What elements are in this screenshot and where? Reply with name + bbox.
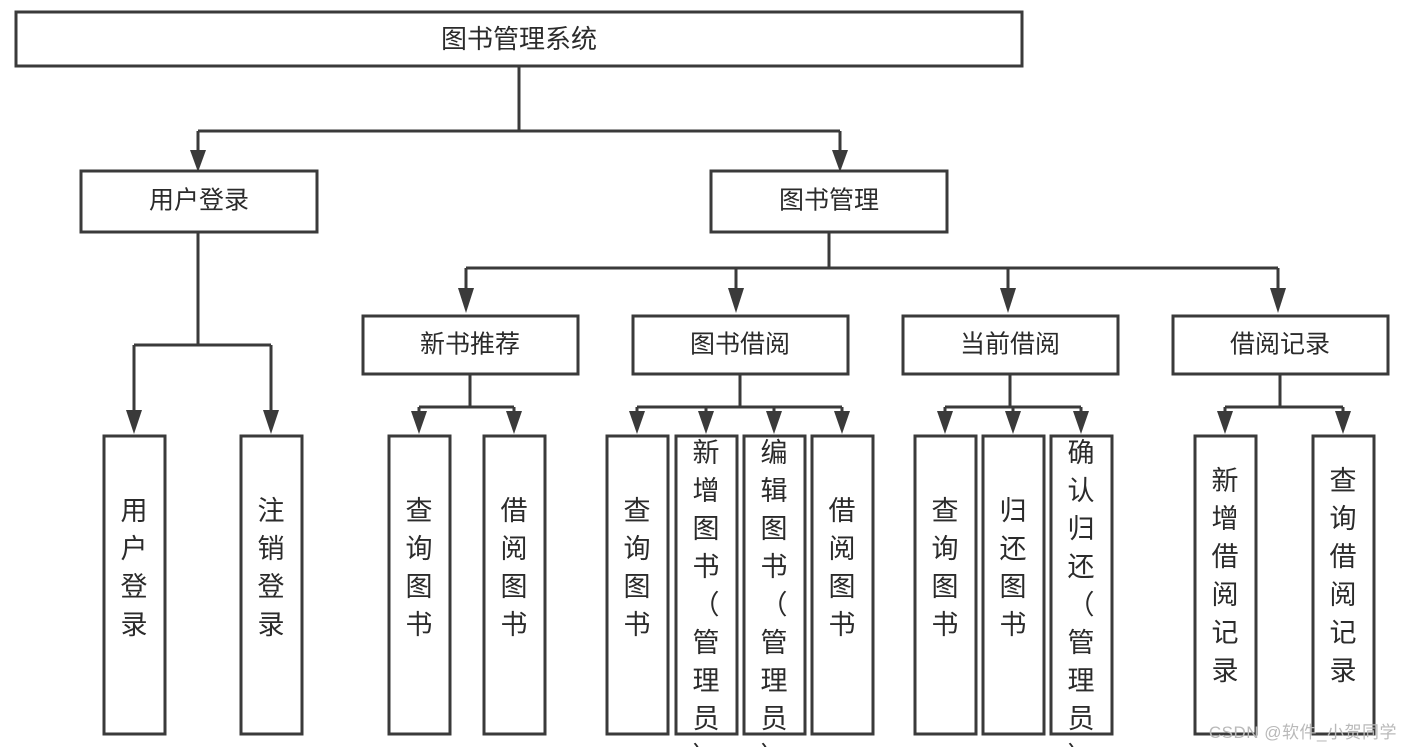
connector-newbook-to-leaves xyxy=(411,375,522,434)
node-book-borrow[interactable]: 图书借阅 xyxy=(631,314,850,376)
connector-userlogin-to-leaves xyxy=(126,232,279,434)
node-label-leaf-borrow-book-2: 借阅图书 xyxy=(829,496,856,640)
node-current-borrow[interactable]: 当前借阅 xyxy=(901,314,1120,376)
csdn-watermark: CSDN @软件_小贺同学 xyxy=(1208,723,1397,742)
node-leaf-query-book-1[interactable]: 查询图书 xyxy=(387,434,452,736)
connector-bookborrow-to-leaves xyxy=(629,375,850,434)
connector-root-to-level2 xyxy=(190,66,848,172)
node-label-leaf-add-record: 新增借阅记录 xyxy=(1212,466,1239,686)
node-label-leaf-query-book-2: 查询图书 xyxy=(624,496,651,640)
node-label-leaf-return-book: 归还图书 xyxy=(1000,496,1027,640)
node-label-root: 图书管理系统 xyxy=(441,24,597,54)
node-label-current-borrow: 当前借阅 xyxy=(960,331,1060,359)
node-leaf-edit-book[interactable]: 编辑图书（管理员） xyxy=(742,434,807,752)
connector-bookmanage-to-level3 xyxy=(458,232,1286,313)
node-leaf-borrow-book-1[interactable]: 借阅图书 xyxy=(482,434,547,736)
node-leaf-query-record[interactable]: 查询借阅记录 xyxy=(1311,434,1376,736)
node-label-new-book-recommend: 新书推荐 xyxy=(420,331,520,359)
node-label-leaf-query-book-3: 查询图书 xyxy=(932,496,959,640)
node-leaf-user-login[interactable]: 用户登录 xyxy=(102,434,167,736)
node-label-leaf-query-record: 查询借阅记录 xyxy=(1330,466,1357,686)
node-new-book-recommend[interactable]: 新书推荐 xyxy=(361,314,580,376)
node-label-leaf-borrow-book-1: 借阅图书 xyxy=(501,496,528,640)
node-leaf-add-record[interactable]: 新增借阅记录 xyxy=(1193,434,1258,736)
node-label-book-manage: 图书管理 xyxy=(779,187,879,215)
node-label-book-borrow: 图书借阅 xyxy=(690,331,790,359)
node-leaf-query-book-3[interactable]: 查询图书 xyxy=(913,434,978,736)
node-label-leaf-logout-login: 注销登录 xyxy=(258,496,285,640)
node-leaf-add-book[interactable]: 新增图书（管理员） xyxy=(674,434,739,752)
node-leaf-borrow-book-2[interactable]: 借阅图书 xyxy=(810,434,875,736)
node-label-borrow-record: 借阅记录 xyxy=(1230,331,1330,359)
connector-currentborrow-to-leaves xyxy=(937,375,1089,434)
node-leaf-logout-login[interactable]: 注销登录 xyxy=(239,434,304,736)
node-label-leaf-user-login: 用户登录 xyxy=(121,496,148,640)
node-user-login[interactable]: 用户登录 xyxy=(79,169,319,234)
node-leaf-confirm-return[interactable]: 确认归还（管理员） xyxy=(1049,434,1114,752)
node-label-user-login: 用户登录 xyxy=(149,187,249,215)
connector-borrowrecord-to-leaves xyxy=(1217,375,1351,434)
node-leaf-return-book[interactable]: 归还图书 xyxy=(981,434,1046,736)
node-leaf-query-book-2[interactable]: 查询图书 xyxy=(605,434,670,736)
node-root-system[interactable]: 图书管理系统 xyxy=(14,10,1024,68)
node-book-manage[interactable]: 图书管理 xyxy=(709,169,949,234)
node-label-leaf-query-book-1: 查询图书 xyxy=(406,496,433,640)
node-borrow-record[interactable]: 借阅记录 xyxy=(1171,314,1390,376)
